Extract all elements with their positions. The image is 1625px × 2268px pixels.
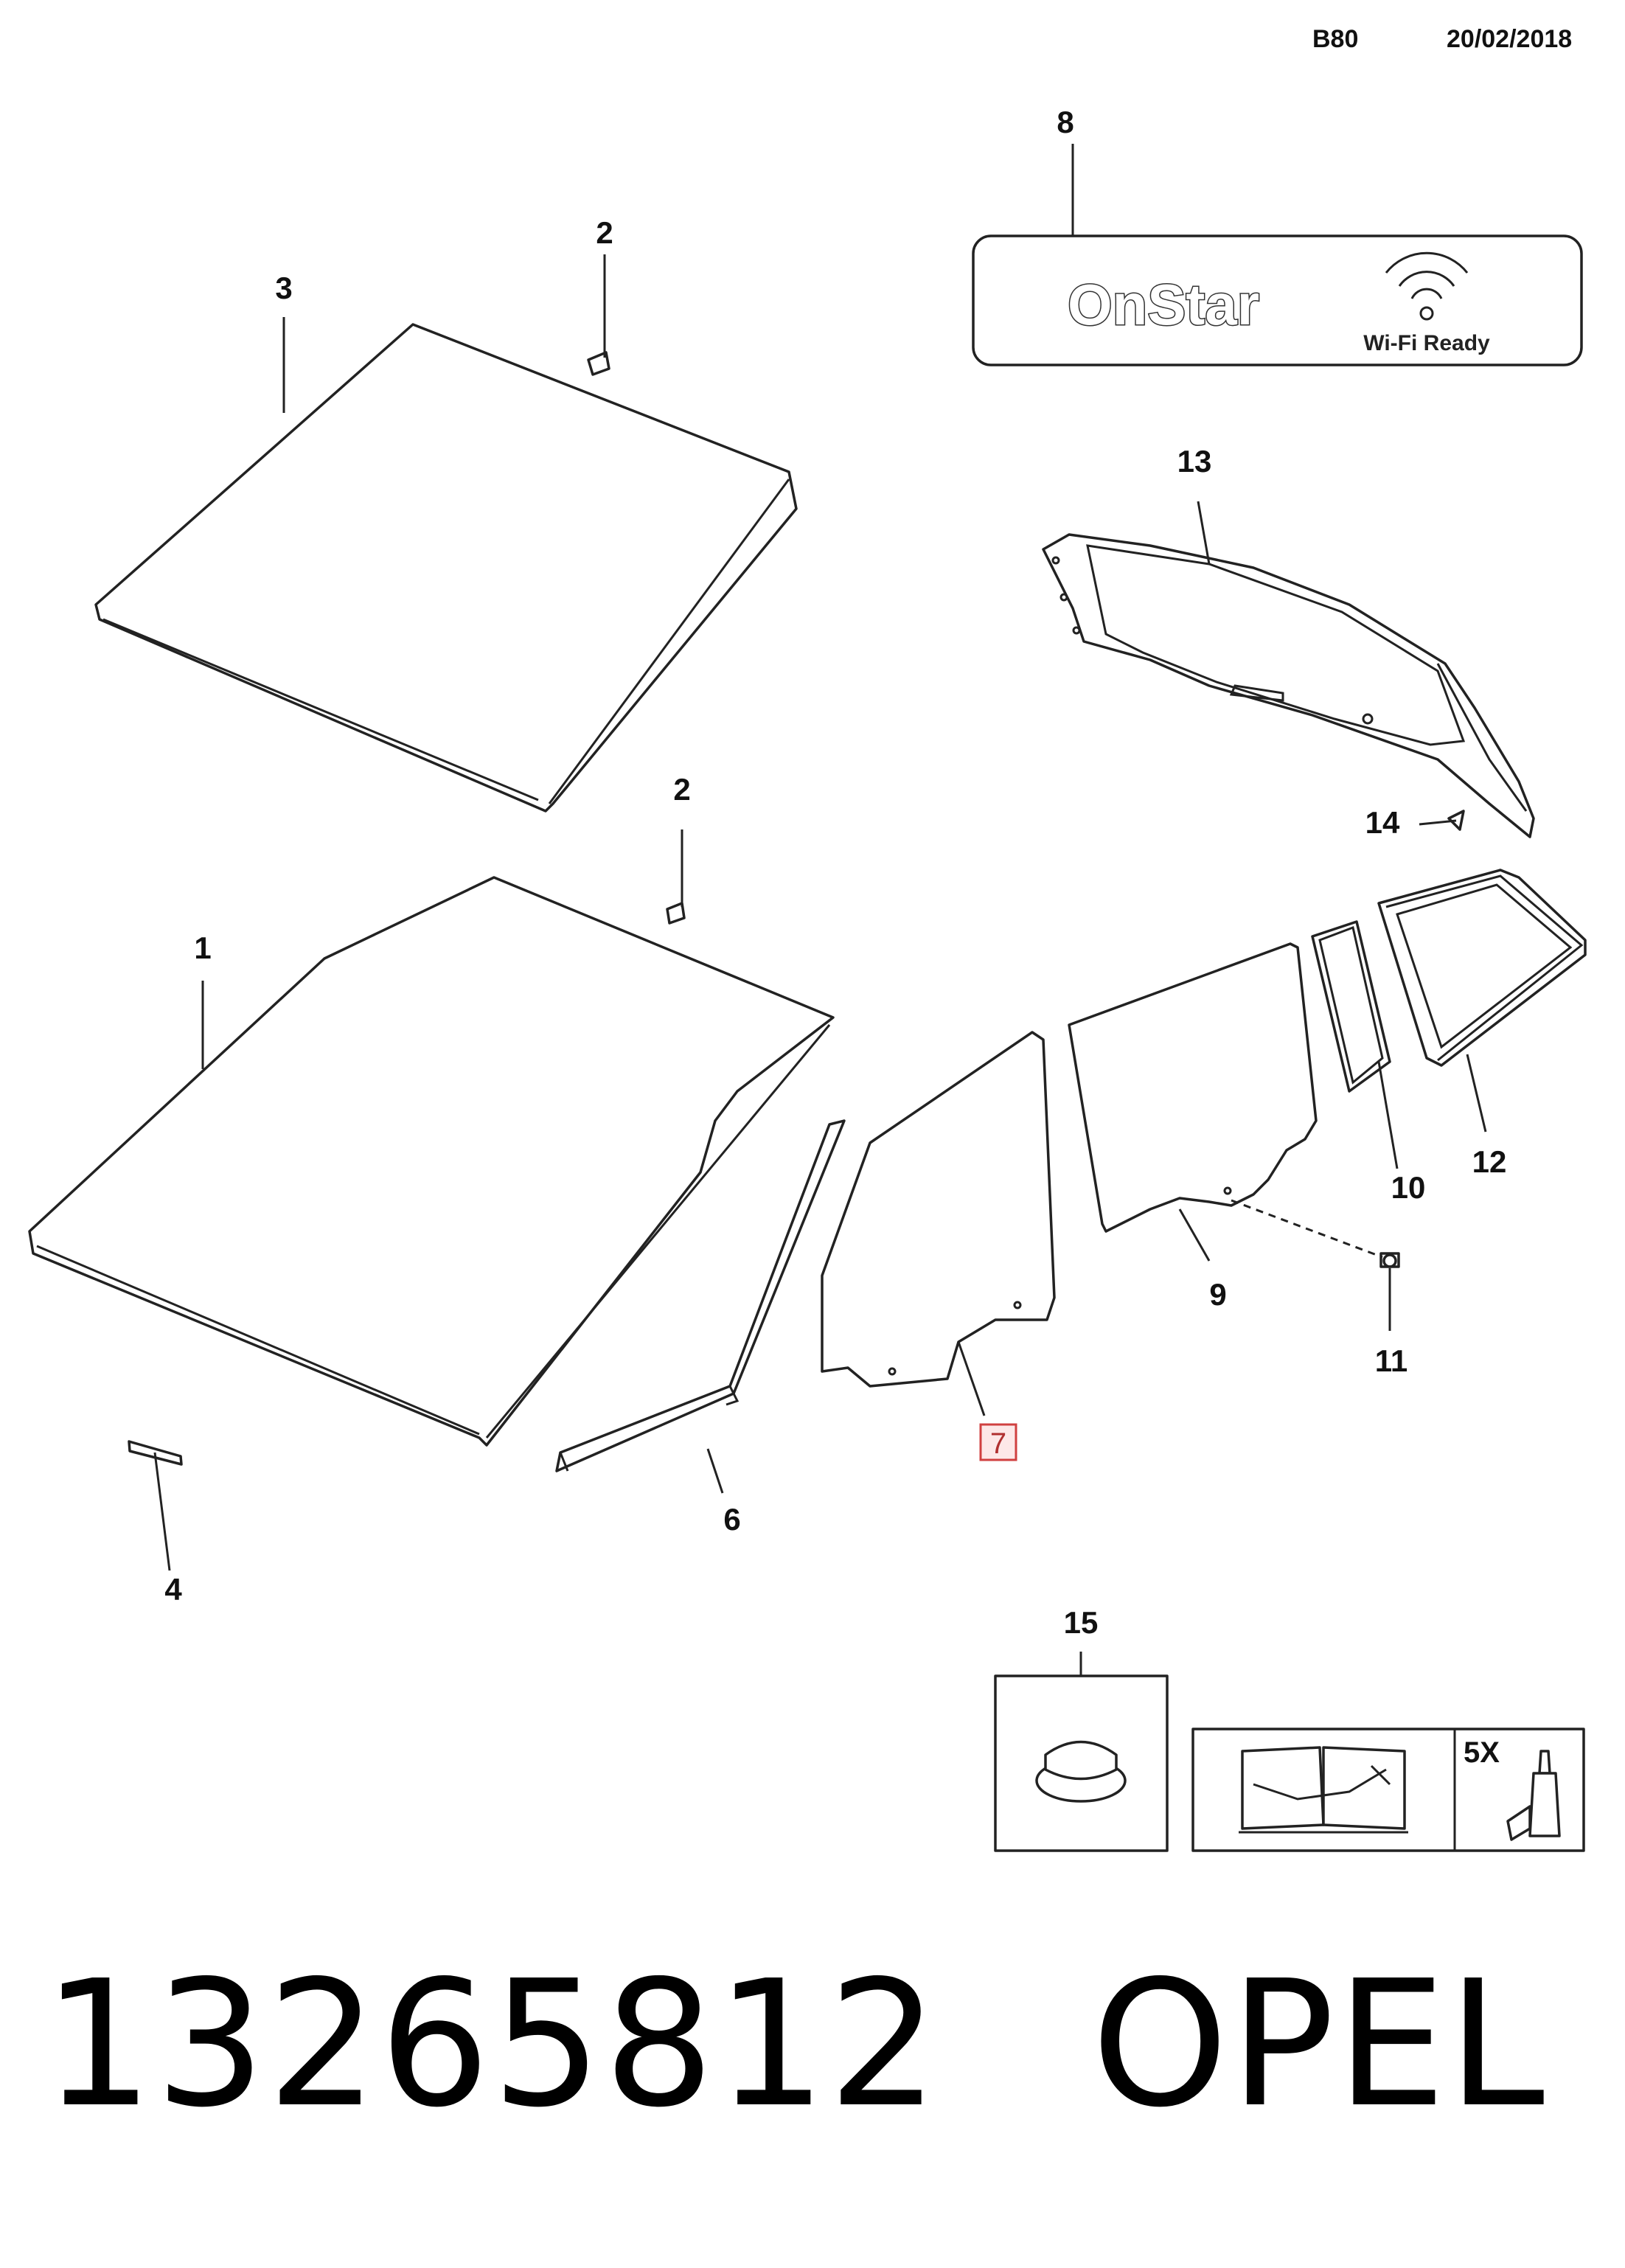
callout-9: 9 bbox=[1209, 1277, 1226, 1312]
callout-2-upper: 2 bbox=[596, 215, 613, 250]
part-15-pad-kit[interactable] bbox=[994, 1674, 1169, 1852]
parts-diagram: OnStar Wi-Fi Ready 5X bbox=[28, 105, 1587, 1852]
callout-6: 6 bbox=[723, 1502, 740, 1537]
onstar-logo: OnStar bbox=[1068, 272, 1259, 337]
part-13-rear-window[interactable] bbox=[1042, 533, 1535, 838]
screw-dashed-line bbox=[1231, 1199, 1383, 1259]
part-6-seal[interactable] bbox=[555, 1119, 846, 1472]
callout-7: 7 bbox=[990, 1427, 1006, 1460]
part-14-clip[interactable] bbox=[1447, 810, 1465, 831]
part-2-clip-upper[interactable] bbox=[587, 351, 610, 376]
part-12-quarter-window[interactable] bbox=[1377, 869, 1587, 1067]
wifi-ready-label: Wi-Fi Ready bbox=[1363, 331, 1490, 355]
manual-book-icon bbox=[1239, 1746, 1408, 1834]
part-2-clip-lower[interactable] bbox=[666, 902, 686, 925]
part-3-windshield-upper[interactable] bbox=[94, 323, 798, 813]
part-8-onstar-badge[interactable]: OnStar Wi-Fi Ready bbox=[972, 234, 1583, 366]
footer-part-number: 13265812 bbox=[43, 1943, 941, 2146]
header-date: 20/02/2018 bbox=[1447, 25, 1573, 53]
part-1-windshield-lower[interactable] bbox=[28, 876, 835, 1447]
header-code: B80 bbox=[1312, 25, 1359, 53]
callout-3: 3 bbox=[275, 271, 292, 305]
callout-11: 11 bbox=[1375, 1343, 1407, 1378]
callout-1: 1 bbox=[194, 930, 211, 965]
instruction-box: 5X bbox=[1191, 1728, 1585, 1852]
callout-2-lower: 2 bbox=[673, 772, 690, 807]
pad-icon bbox=[1035, 1740, 1127, 1803]
adhesive-bottle-icon bbox=[1506, 1750, 1561, 1841]
footer-brand: OPEL bbox=[1091, 1943, 1546, 2146]
wifi-icon bbox=[1385, 251, 1469, 321]
callout-13: 13 bbox=[1177, 444, 1212, 479]
part-9-rear-door-glass[interactable] bbox=[1068, 942, 1318, 1233]
callout-12: 12 bbox=[1472, 1144, 1507, 1179]
leader-lines bbox=[153, 144, 1487, 1676]
part-7-front-door-glass[interactable] bbox=[821, 1031, 1056, 1388]
callout-4: 4 bbox=[164, 1572, 182, 1607]
callout-14: 14 bbox=[1365, 805, 1400, 840]
wrench-icon bbox=[1253, 1764, 1391, 1801]
part-10-fixed-glass[interactable] bbox=[1311, 920, 1391, 1093]
callout-8: 8 bbox=[1057, 105, 1074, 139]
part-11-screw[interactable] bbox=[1379, 1252, 1400, 1268]
callout-7-highlight-box bbox=[979, 1423, 1017, 1461]
callout-10: 10 bbox=[1391, 1170, 1426, 1205]
quantity-label: 5X bbox=[1464, 1736, 1500, 1769]
callout-15: 15 bbox=[1064, 1605, 1099, 1640]
